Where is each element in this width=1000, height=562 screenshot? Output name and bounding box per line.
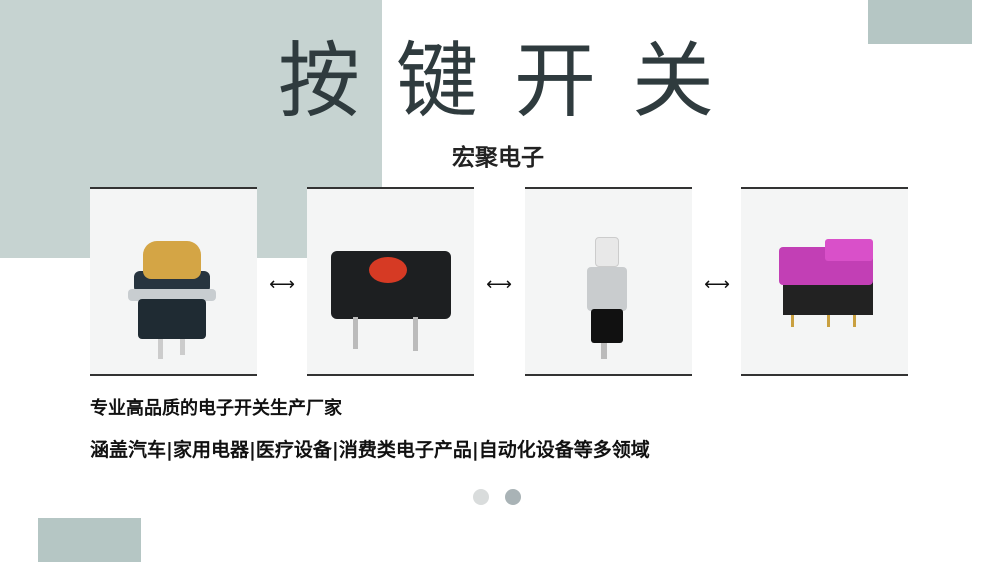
arrow-icon: ⟷ [269, 274, 295, 295]
application-fields: 涵盖汽车|家用电器|医疗设备|消费类电子产品|自动化设备等多领域 [90, 439, 650, 461]
slide-dot-2-active[interactable] [505, 489, 521, 505]
company-name: 宏聚电子 [452, 145, 544, 171]
arrow-icon: ⟷ [486, 274, 512, 295]
tagline: 专业高品质的电子开关生产厂家 [90, 398, 342, 419]
decor-block-bottom-left [38, 518, 141, 562]
product-card-3 [525, 187, 692, 376]
slide-dot-1[interactable] [473, 489, 489, 505]
product-card-1 [90, 187, 257, 376]
product-card-2 [307, 187, 474, 376]
decor-block-top-right [868, 0, 972, 44]
product-card-4 [741, 187, 908, 376]
page-title: 按键开关 [278, 34, 751, 129]
arrow-icon: ⟷ [704, 274, 730, 295]
